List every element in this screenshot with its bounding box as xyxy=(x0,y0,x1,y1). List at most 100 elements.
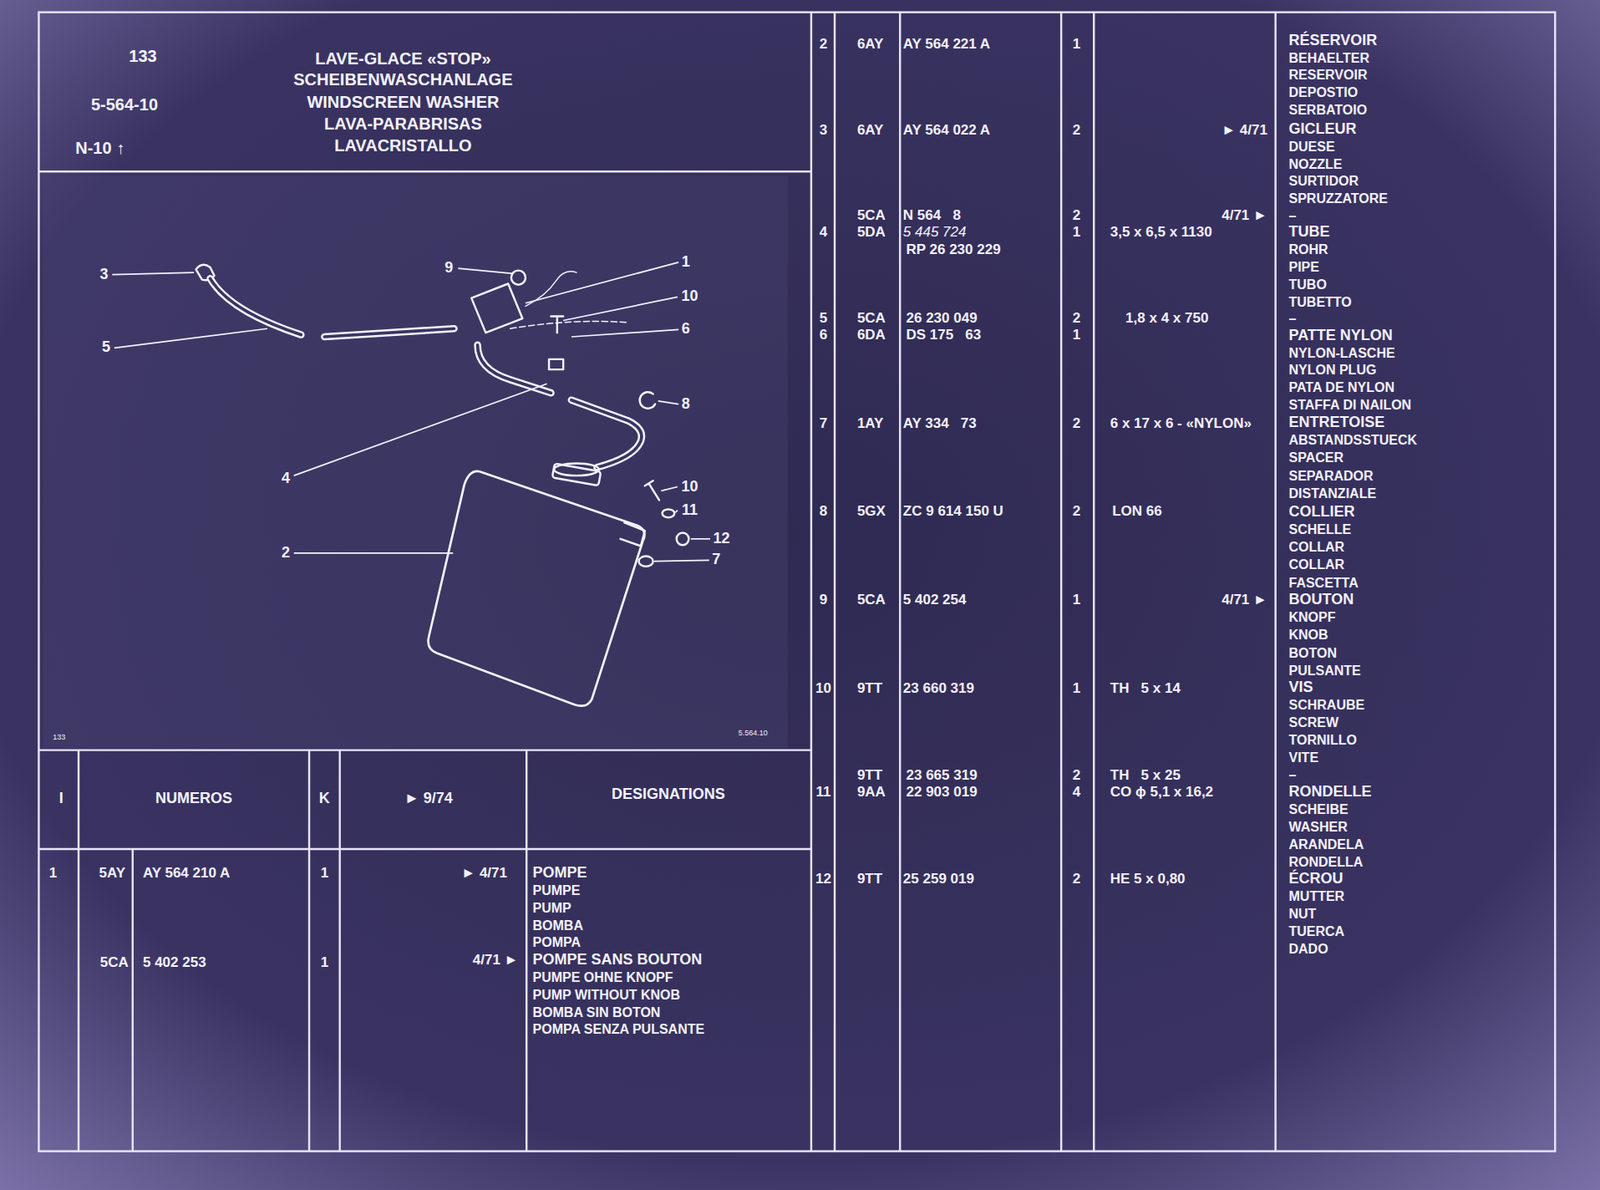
table-cell: DADO xyxy=(1289,941,1329,957)
table-cell: TUBO xyxy=(1289,277,1327,293)
table-cell: 4/71 ► xyxy=(1221,592,1268,609)
callout-number: 4 xyxy=(281,470,290,488)
table-cell: 1,8 x 4 x 750 xyxy=(1125,310,1209,327)
table-cell: SCREW xyxy=(1289,715,1340,731)
table-cell: RP 26 230 229 xyxy=(906,242,1001,259)
table-cell: WASHER xyxy=(1289,819,1348,835)
table-cell: 6DA xyxy=(857,326,886,343)
table-header: ► 9/74 xyxy=(404,790,453,808)
table-cell: POMPE SANS BOUTON xyxy=(533,951,703,969)
table-cell: DISTANZIALE xyxy=(1289,486,1377,502)
table-cell: DUESE xyxy=(1289,139,1336,155)
table-cell: MUTTER xyxy=(1289,888,1346,905)
table-cell: AY 564 022 A xyxy=(903,122,991,139)
table-cell: 1 xyxy=(49,865,57,882)
table-cell: TUERCA xyxy=(1289,924,1346,940)
table-cell: SCHELLE xyxy=(1289,522,1352,538)
table-cell: BOTON xyxy=(1289,645,1337,661)
table-cell: 9TT xyxy=(857,870,883,887)
table-cell: 1 xyxy=(320,865,329,882)
callout-number: 10 xyxy=(681,478,699,496)
table-cell: SURTIDOR xyxy=(1289,174,1360,190)
table-cell: COLLIER xyxy=(1289,503,1356,521)
table-cell: 2 xyxy=(1072,503,1081,520)
title-line: LAVACRISTALLO xyxy=(334,136,472,155)
title: LAVE-GLACE «STOP» xyxy=(314,49,491,68)
table-cell: 5 445 724 xyxy=(903,224,967,241)
table-cell: 6 xyxy=(819,326,828,343)
table-cell: TUBE xyxy=(1289,224,1331,242)
callout-number: 6 xyxy=(681,321,691,339)
table-cell: TORNILLO xyxy=(1289,732,1357,748)
table-cell: LON 66 xyxy=(1112,503,1163,520)
table-cell: PUMPE xyxy=(533,883,581,899)
table-cell: 2 xyxy=(1072,207,1081,224)
table-cell: 23 660 319 xyxy=(903,680,975,697)
table-cell: 5CA xyxy=(100,954,129,971)
table-cell: ABSTANDSSTUECK xyxy=(1289,432,1418,448)
table-cell: NYLON-LASCHE xyxy=(1289,345,1396,361)
table-cell: ENTRETOISE xyxy=(1289,414,1386,432)
table-cell: RESERVOIR xyxy=(1289,68,1368,84)
table-cell: POMPE xyxy=(533,865,588,883)
table-cell: 5DA xyxy=(857,224,886,241)
table-cell: 6AY xyxy=(857,35,884,52)
table-cell: PIPE xyxy=(1289,259,1320,275)
callout-number: 7 xyxy=(711,552,721,569)
table-cell: 5CA xyxy=(857,592,886,609)
table-cell: 5CA xyxy=(857,207,886,224)
table-cell: PUMP xyxy=(533,900,572,916)
table-cell: – xyxy=(1289,208,1297,224)
callout-number: 12 xyxy=(712,530,730,548)
table-cell: 1 xyxy=(1072,224,1081,241)
table-cell: AY 564 210 A xyxy=(142,865,230,882)
table-cell: 5 402 254 xyxy=(903,592,967,609)
callout-number: 9 xyxy=(444,259,453,277)
table-cell: POMPA SENZA PULSANTE xyxy=(533,1021,706,1037)
table-cell: 4 xyxy=(819,224,828,241)
table-cell: TH 5 x 14 xyxy=(1110,680,1181,697)
table-cell: DEPOSTIO xyxy=(1289,85,1359,101)
table-cell: POMPA xyxy=(533,935,581,951)
table-cell: 4 xyxy=(1072,783,1081,800)
table-cell: ARANDELA xyxy=(1289,837,1365,853)
callout-number: 3 xyxy=(100,266,109,284)
table-cell: TH 5 x 25 xyxy=(1110,767,1181,784)
table-cell: 6 x 17 x 6 - «NYLON» xyxy=(1110,415,1252,432)
callout-number: 1 xyxy=(681,253,691,271)
table-cell: 3,5 x 6,5 x 1130 xyxy=(1110,224,1213,241)
table-cell: ÉCROU xyxy=(1289,870,1344,888)
callout-number: 5 xyxy=(101,340,111,357)
table-cell: 5 402 253 xyxy=(142,954,207,971)
table-cell: 26 230 049 xyxy=(906,310,978,327)
table-header: K xyxy=(319,790,331,808)
title-line: SCHEIBENWASCHANLAGE xyxy=(293,70,513,89)
table-cell: RÉSERVOIR xyxy=(1289,32,1378,50)
table-cell: 3 xyxy=(819,122,828,139)
table-cell: 1 xyxy=(1072,326,1081,343)
table-cell: 1 xyxy=(320,954,329,971)
table-cell: 9AA xyxy=(857,783,886,800)
table-cell: 1AY xyxy=(857,415,884,432)
table-cell: NOZZLE xyxy=(1289,157,1343,173)
table-cell: 22 903 019 xyxy=(906,783,978,800)
table-cell: FASCETTA xyxy=(1289,575,1359,591)
figure-reference: 5.564.10 xyxy=(738,729,768,738)
table-cell: BOUTON xyxy=(1289,591,1355,609)
table-cell: 5GX xyxy=(857,503,886,520)
table-header: DESIGNATIONS xyxy=(611,786,726,803)
table-cell: – xyxy=(1289,311,1297,327)
table-cell: 10 xyxy=(815,680,832,697)
page-reference: 5-564-10 xyxy=(91,95,158,114)
table-cell: PUMPE OHNE KNOPF xyxy=(533,970,674,986)
table-cell: 5AY xyxy=(99,865,127,882)
table-cell: SEPARADOR xyxy=(1289,468,1374,484)
title-line: WINDSCREEN WASHER xyxy=(306,92,499,112)
table-cell: BOMBA SIN BOTON xyxy=(533,1005,661,1021)
table-cell: 11 xyxy=(816,783,832,800)
table-cell: COLLAR xyxy=(1289,558,1346,574)
table-header: NUMEROS xyxy=(155,790,233,808)
title-line: LAVA-PARABRISAS xyxy=(324,114,483,133)
